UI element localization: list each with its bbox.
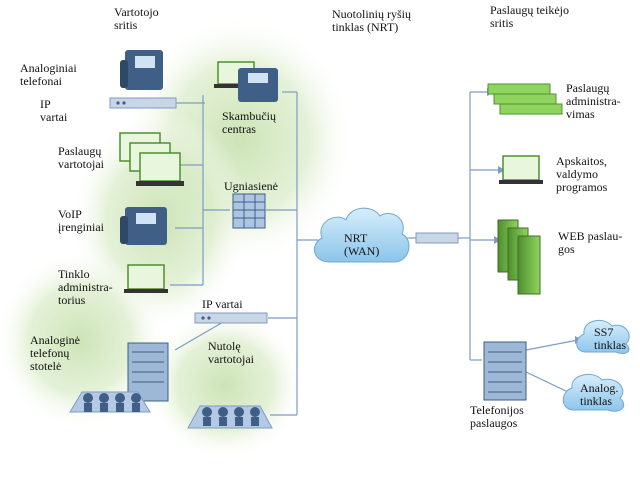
label-call-center: Skambučių centras (222, 109, 276, 136)
ip-gateway-top-icon (109, 97, 177, 109)
admin-laptop-icon (124, 264, 168, 293)
switch-icon (415, 232, 459, 244)
label-service-consumers: Paslaugų vartotojai (58, 144, 104, 171)
voip-phone-icon (120, 207, 167, 245)
label-voip-devices: VoIP įrenginiai (58, 207, 104, 234)
remote-users-icon (187, 405, 273, 429)
label-wan: NRT (WAN) (344, 231, 380, 258)
label-ip-gateway-top: IP vartai (40, 97, 68, 124)
label-network-admin: Tinklo administra- torius (58, 267, 113, 307)
service-consumers-icon (119, 132, 184, 186)
ip-gateway-mid-icon (194, 312, 268, 324)
call-center-icon (214, 61, 278, 102)
label-service-admin: Paslaugų administra- vimas (566, 81, 621, 121)
label-ss7: SS7 tinklas (594, 325, 626, 352)
wan-cloud-icon (314, 207, 410, 263)
analog-phone-icon (120, 50, 163, 90)
service-admin-servers-icon (487, 83, 563, 115)
label-firewall: Ugniasienė (224, 179, 278, 193)
firewall-icon (232, 193, 266, 229)
label-ip-gateway-mid: IP vartai (202, 297, 243, 311)
consumer-glow-regions (0, 15, 355, 460)
label-analog-station: Analoginė telefonų stotelė (30, 333, 80, 373)
connection-lines (170, 91, 579, 416)
label-telephony: Telefonijos paslaugos (470, 403, 524, 430)
header-consumer-area: Vartotojo sritis (114, 5, 159, 32)
header-provider-area: Paslaugų teikėjo sritis (490, 3, 569, 30)
analog-network-cloud-icon (562, 373, 625, 412)
analog-station-icon (127, 342, 169, 402)
label-analog-network: Analog. tinklas (580, 381, 619, 408)
telephony-switch-icon (483, 341, 527, 401)
label-accounting: Apskaitos, valdymo programos (556, 154, 608, 194)
web-servers-icon (497, 219, 541, 295)
accounting-laptop-icon (499, 155, 543, 184)
label-web-services: WEB paslau- gos (558, 229, 623, 256)
header-remote-network: Nuotolinių ryšių tinklas (NRT) (332, 7, 412, 34)
arrowheads (487, 88, 583, 344)
label-analog-phones: Analoginiai telefonai (20, 61, 77, 88)
analog-station-users-icon (69, 391, 151, 413)
ss7-cloud-icon (576, 319, 630, 355)
label-remote-users: Nutolę vartotojai (208, 339, 254, 366)
